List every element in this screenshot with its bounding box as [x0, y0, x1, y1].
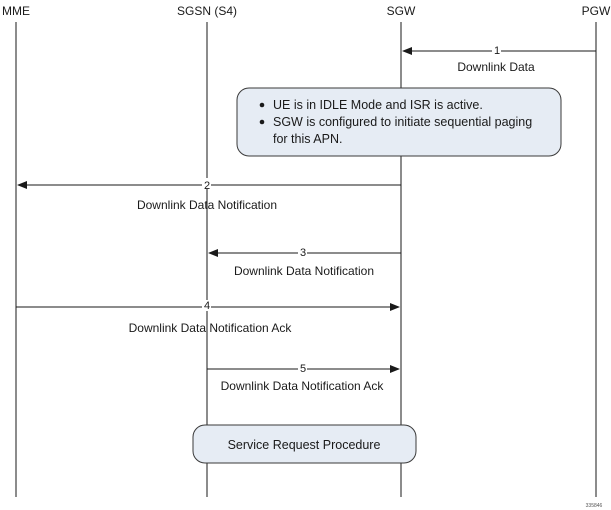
message-4-number-bg: [202, 300, 211, 311]
message-3-number: 3: [300, 247, 306, 259]
note-bullet-2: [259, 119, 265, 125]
procedure-box: [192, 424, 417, 464]
figure-id: 335846: [586, 503, 603, 509]
message-5-label: Downlink Data Notification Ack: [221, 379, 385, 393]
message-1-number-bg: [492, 44, 501, 55]
entity-label-sgsn: SGSN (S4): [177, 4, 237, 18]
message-2-number: 2: [204, 180, 210, 192]
note-box: [236, 87, 562, 157]
note-line-2: SGW is configured to initiate sequential…: [273, 115, 532, 129]
note-line-1: UE is in IDLE Mode and ISR is active.: [273, 98, 483, 112]
note-bullet-1: [259, 102, 265, 108]
message-5-number-bg: [298, 362, 307, 373]
message-2-number-bg: [202, 178, 211, 189]
message-4-label: Downlink Data Notification Ack: [129, 321, 293, 335]
message-3-label: Downlink Data Notification: [234, 264, 374, 278]
message-5-number: 5: [300, 363, 306, 375]
message-1-number: 1: [494, 45, 500, 57]
message-2-label: Downlink Data Notification: [137, 198, 277, 212]
message-1-label: Downlink Data: [457, 60, 535, 74]
note-line-3: for this APN.: [273, 132, 342, 146]
entity-label-pgw: PGW: [582, 4, 611, 18]
entity-label-sgw: SGW: [387, 4, 416, 18]
message-4-number: 4: [204, 300, 210, 312]
procedure-label: Service Request Procedure: [228, 438, 381, 452]
entity-label-mme: MME: [2, 4, 30, 18]
message-3-number-bg: [298, 246, 307, 257]
